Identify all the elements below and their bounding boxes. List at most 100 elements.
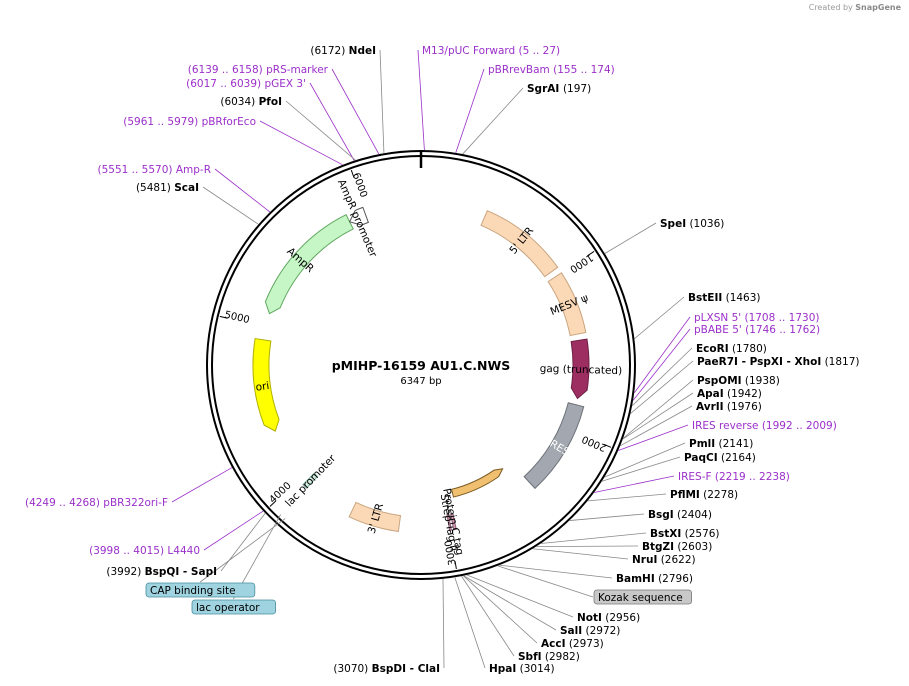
right-label: BamHI (2796) <box>616 573 693 585</box>
label-position: (5961 .. 5979) <box>123 116 201 128</box>
leader-line <box>631 347 693 407</box>
label-name: pGEX 3' <box>264 78 306 90</box>
tick-label: 5000 <box>223 310 250 327</box>
leader-line <box>618 424 689 451</box>
feature-arc <box>264 213 354 315</box>
label-name: SgrAI <box>527 83 563 95</box>
right-label: ApaI (1942) <box>697 388 762 400</box>
label-position: (1942) <box>724 388 762 400</box>
label-name: PfoI <box>259 96 282 108</box>
leader-line <box>601 456 681 482</box>
label-position: (2972) <box>582 625 620 637</box>
leader-line <box>634 296 685 340</box>
label-name: BspQI <box>145 566 180 578</box>
right-label: IRES reverse (1992 .. 2009) <box>692 420 837 432</box>
tick-mark <box>219 315 228 319</box>
label-name: BspDI <box>372 663 406 675</box>
label-position: (1463) <box>722 292 760 304</box>
right-label: pLXSN 5' (1708 .. 1730) <box>694 312 819 324</box>
label-position: (6172) <box>310 45 348 57</box>
label-name: EcoRI <box>696 343 729 355</box>
label-name: SpeI <box>660 218 686 230</box>
right-label: IRES-F (2219 .. 2238) <box>678 471 790 483</box>
left-label: (3992) BspQI - SapI <box>106 566 217 578</box>
leader-line <box>622 392 694 440</box>
left-label: (3070) BspDI - ClaI <box>333 663 440 675</box>
label-position: (3998 .. 4015) <box>89 545 167 557</box>
label-position: (2404) <box>674 509 712 521</box>
right-label: AvrII (1976) <box>696 401 762 413</box>
feature-arc <box>348 501 402 533</box>
label-name: pBR322ori-F <box>103 497 168 509</box>
label-name: BstXI <box>650 528 681 540</box>
bottom-label: SbfI (2982) <box>518 651 580 663</box>
label-position: (2796) <box>655 573 693 585</box>
leader-line <box>463 575 538 644</box>
label-name-2: - PspXI <box>738 356 783 368</box>
label-position: (3014) <box>516 663 554 675</box>
leader-line <box>417 49 425 151</box>
right-label: PflMI (2278) <box>670 489 738 501</box>
leader-line <box>379 49 385 154</box>
label-position: (2219 .. 2238) <box>712 471 790 483</box>
left-label: (3998 .. 4015) L4440 <box>89 545 200 557</box>
orf-arc <box>450 468 504 498</box>
right-label: PaeR7I - PspXI - XhoI (1817) <box>697 356 860 368</box>
leader-line <box>466 574 574 618</box>
label-name: PflMI <box>670 489 700 501</box>
label-position: (1708 .. 1730) <box>741 312 819 324</box>
tick-mark <box>350 169 355 178</box>
label-position: (2622) <box>657 554 695 566</box>
kozak-box <box>593 589 692 605</box>
label-name: SalI <box>560 625 582 637</box>
label-name: PspOMI <box>697 375 742 387</box>
leader-line <box>171 467 233 503</box>
boxed-label: Kozak sequence <box>598 592 683 604</box>
label-name: pBRforEco <box>202 116 256 128</box>
label-position: (2278) <box>700 489 738 501</box>
credit-brand: SnapGene <box>855 3 901 12</box>
label-name: NotI <box>577 612 602 624</box>
feature-label: ori <box>255 380 270 394</box>
leader-line <box>309 82 355 161</box>
label-name: AvrII <box>696 401 724 413</box>
feature-arc <box>252 337 280 432</box>
leader-line <box>442 578 445 669</box>
snapgene-credit: Created by SnapGene <box>809 3 901 12</box>
leader-line <box>604 442 686 478</box>
left-label: (6139 .. 6158) pRS-marker <box>188 64 329 76</box>
leader-line <box>454 577 486 669</box>
label-position: (1746 .. 1762) <box>742 324 820 336</box>
label-name-3: - XhoI <box>783 356 821 368</box>
left-label: (4249 .. 4268) pBR322ori-F <box>25 497 168 509</box>
right-label: BtgZI (2603) <box>642 541 712 553</box>
credit-prefix: Created by <box>808 3 853 12</box>
leader-line <box>214 168 271 213</box>
label-name: BamHI <box>616 573 655 585</box>
label-position: (3070) <box>333 663 371 675</box>
label-position: (4249 .. 4268) <box>25 497 103 509</box>
leader-line <box>620 405 693 447</box>
leader-line <box>532 548 629 560</box>
label-position: (1817) <box>821 356 859 368</box>
boxed-feature-bg <box>191 599 276 615</box>
bottom-label: SalI (2972) <box>560 625 620 637</box>
label-name: HpaI <box>489 663 516 675</box>
leader-line <box>199 518 286 583</box>
label-name: IRES reverse <box>692 420 759 432</box>
leader-line <box>540 532 647 544</box>
feature-arc <box>348 206 370 226</box>
tick-label: 3000 <box>443 539 458 566</box>
feature-arc <box>523 402 585 490</box>
label-name: IRES-F <box>678 471 712 483</box>
tick-mark <box>269 500 277 507</box>
feature-arc <box>446 513 452 532</box>
top-label: SgrAI (197) <box>527 83 591 95</box>
bottom-label: NotI (2956) <box>577 612 640 624</box>
label-name: AccI <box>541 638 565 650</box>
label-position: (3992) <box>106 566 144 578</box>
left-label: (5961 .. 5979) pBRforEco <box>123 116 256 128</box>
leader-line <box>455 68 485 153</box>
label-position: (6017 .. 6039) <box>186 78 264 90</box>
